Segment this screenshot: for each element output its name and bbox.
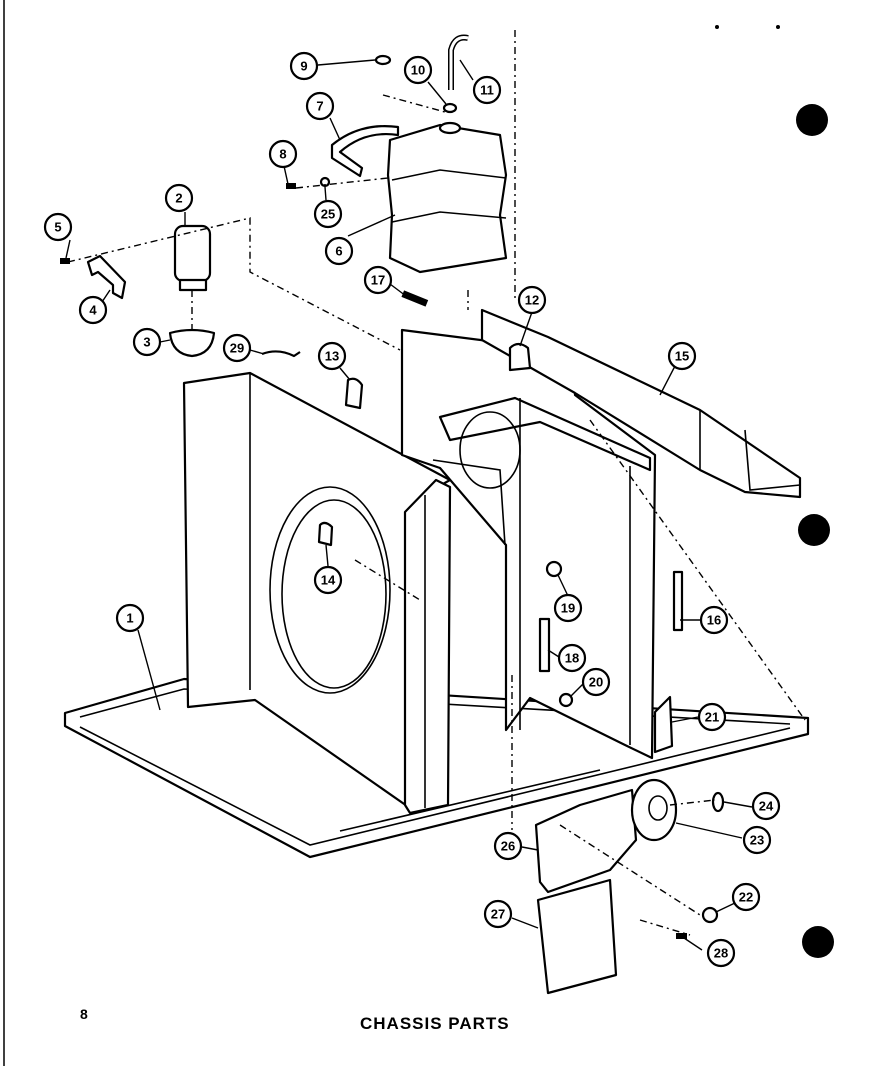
assembly-lines xyxy=(67,30,806,936)
callout-17: 17 xyxy=(363,265,393,295)
callout-16: 16 xyxy=(699,605,729,635)
leader-lines xyxy=(65,59,753,951)
front-panel xyxy=(182,371,452,808)
svg-text:3: 3 xyxy=(143,335,150,350)
capacitor-bracket xyxy=(86,254,127,300)
svg-text:1: 1 xyxy=(126,611,133,626)
punch-hole-top xyxy=(796,104,828,136)
callout-26: 26 xyxy=(493,831,523,861)
callout-18: 18 xyxy=(557,643,587,673)
svg-text:24: 24 xyxy=(759,799,774,814)
svg-text:21: 21 xyxy=(705,710,719,725)
punch-hole-bottom xyxy=(802,926,834,958)
svg-text:7: 7 xyxy=(316,99,323,114)
callout-25: 25 xyxy=(313,199,343,229)
svg-text:18: 18 xyxy=(565,651,579,666)
svg-text:26: 26 xyxy=(501,839,515,854)
svg-text:22: 22 xyxy=(739,890,753,905)
washer xyxy=(319,176,331,188)
svg-text:28: 28 xyxy=(714,946,728,961)
callout-19: 19 xyxy=(553,593,583,623)
gasket xyxy=(317,521,334,547)
svg-text:2: 2 xyxy=(175,191,182,206)
svg-text:13: 13 xyxy=(325,349,339,364)
grommet xyxy=(442,102,458,114)
callout-21: 21 xyxy=(697,702,727,732)
callout-14: 14 xyxy=(313,565,343,595)
svg-text:4: 4 xyxy=(89,303,97,318)
bracket xyxy=(653,695,674,754)
callout-22: 22 xyxy=(731,882,761,912)
callout-6: 6 xyxy=(324,236,354,266)
cap-plug xyxy=(374,54,392,66)
strip xyxy=(672,570,684,632)
callout-8: 8 xyxy=(268,139,298,169)
punch-hole-middle xyxy=(798,514,830,546)
page-number: 8 xyxy=(80,1006,88,1022)
callout-5: 5 xyxy=(43,212,73,242)
svg-text:10: 10 xyxy=(411,63,425,78)
callout-23: 23 xyxy=(742,825,772,855)
scan-speck xyxy=(715,25,719,29)
svg-text:15: 15 xyxy=(675,349,689,364)
callout-20: 20 xyxy=(581,667,611,697)
callout-28: 28 xyxy=(706,938,736,968)
bushing xyxy=(545,560,563,578)
callout-29: 29 xyxy=(222,333,252,363)
reservoir-strap xyxy=(330,125,400,178)
callout-12: 12 xyxy=(517,285,547,315)
svg-text:16: 16 xyxy=(707,613,721,628)
svg-text:20: 20 xyxy=(589,675,603,690)
fan-pulley xyxy=(630,778,678,842)
callout-9: 9 xyxy=(289,51,319,81)
page-title: CHASSIS PARTS xyxy=(360,1014,510,1033)
callout-27: 27 xyxy=(483,899,513,929)
drain-hose-inner xyxy=(449,36,469,90)
capacitor-cup xyxy=(168,328,216,358)
callout-1: 1 xyxy=(115,603,145,633)
callout-2: 2 xyxy=(164,183,194,213)
svg-text:27: 27 xyxy=(491,907,505,922)
svg-text:14: 14 xyxy=(321,573,336,588)
svg-text:11: 11 xyxy=(480,83,494,98)
svg-text:17: 17 xyxy=(371,273,385,288)
lower-bracket xyxy=(534,788,638,894)
strip xyxy=(538,617,551,673)
svg-text:19: 19 xyxy=(561,601,575,616)
bolt xyxy=(676,933,687,939)
capacitor xyxy=(173,224,212,292)
svg-text:6: 6 xyxy=(335,244,342,259)
svg-text:9: 9 xyxy=(300,59,307,74)
svg-text:12: 12 xyxy=(525,293,539,308)
svg-text:25: 25 xyxy=(321,207,335,222)
svg-text:29: 29 xyxy=(230,341,244,356)
callout-15: 15 xyxy=(667,341,697,371)
set-collar xyxy=(711,791,725,813)
cover-plate xyxy=(536,878,618,995)
clip xyxy=(401,290,429,307)
scan-speck xyxy=(776,25,780,29)
gasket xyxy=(344,377,364,410)
nut xyxy=(558,692,574,708)
nut xyxy=(701,906,719,924)
screw xyxy=(60,258,70,264)
callout-10: 10 xyxy=(403,55,433,85)
callout-4: 4 xyxy=(78,295,108,325)
callout-13: 13 xyxy=(317,341,347,371)
svg-text:8: 8 xyxy=(279,147,286,162)
svg-text:5: 5 xyxy=(54,220,61,235)
gasket xyxy=(508,342,532,372)
partition-strip xyxy=(403,478,452,815)
callout-11: 11 xyxy=(472,75,502,105)
callout-24: 24 xyxy=(751,791,781,821)
wire-clip xyxy=(261,350,301,358)
screw xyxy=(286,183,296,189)
callout-7: 7 xyxy=(305,91,335,121)
water-reservoir xyxy=(386,121,508,274)
svg-text:23: 23 xyxy=(750,833,764,848)
callout-3: 3 xyxy=(132,327,162,357)
rear-bulkhead xyxy=(400,328,657,760)
